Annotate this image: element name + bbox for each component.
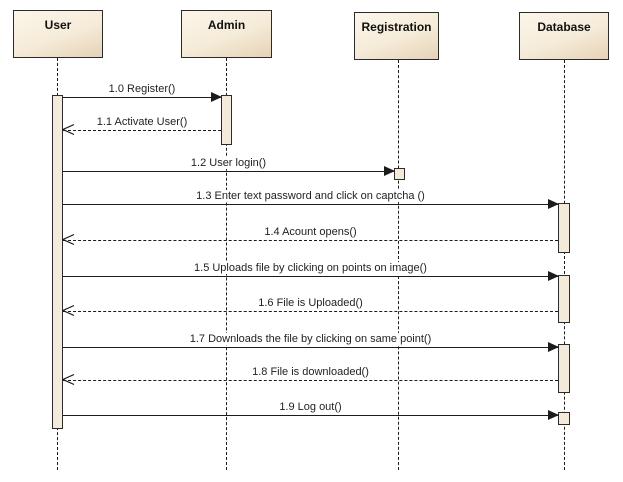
- arrowhead-open: [62, 373, 75, 386]
- message-line: [63, 97, 221, 98]
- arrowhead-open: [62, 233, 75, 246]
- actor-label-registration: Registration: [361, 20, 432, 34]
- activation-database-3: [558, 344, 570, 393]
- actor-box-admin: Admin: [181, 10, 272, 58]
- message-line: [63, 240, 558, 241]
- message-label: 1.7 Downloads the file by clicking on sa…: [186, 333, 435, 345]
- actor-label-database: Database: [537, 20, 591, 34]
- message-label: 1.4 Acount opens(): [261, 226, 360, 238]
- message-line: [63, 347, 558, 348]
- actor-label-user: User: [44, 18, 72, 32]
- arrowhead-open: [62, 304, 75, 317]
- arrowhead-filled: [548, 199, 559, 209]
- activation-admin: [221, 95, 232, 145]
- arrowhead-filled: [548, 410, 559, 420]
- message-label: 1.2 User login(): [187, 157, 270, 169]
- arrowhead-filled: [548, 271, 559, 281]
- message-label: 1.5 Uploads file by clicking on points o…: [191, 262, 430, 274]
- actor-label-admin: Admin: [207, 18, 246, 32]
- message-label: 1.0 Register(): [105, 83, 179, 95]
- message-line: [63, 204, 558, 205]
- arrowhead-filled: [384, 166, 395, 176]
- actor-box-registration: Registration: [354, 12, 439, 60]
- arrowhead-filled: [211, 92, 222, 102]
- message-label: 1.6 File is Uploaded(): [255, 297, 366, 309]
- activation-database-1: [558, 203, 570, 253]
- message-label: 1.3 Enter text password and click on cap…: [193, 190, 428, 202]
- actor-box-user: User: [13, 10, 103, 58]
- activation-registration: [394, 168, 405, 180]
- message-line: [63, 276, 558, 277]
- lifeline-database: [564, 60, 565, 470]
- activation-user-main: [52, 95, 63, 429]
- message-line: [63, 130, 221, 131]
- arrowhead-open: [62, 123, 75, 136]
- arrowhead-filled: [548, 342, 559, 352]
- message-label: 1.8 File is downloaded(): [249, 366, 372, 378]
- message-label: 1.9 Log out(): [276, 401, 345, 413]
- message-label: 1.1 Activate User(): [93, 116, 191, 128]
- message-line: [63, 415, 558, 416]
- message-line: [63, 311, 558, 312]
- actor-box-database: Database: [519, 12, 609, 60]
- message-line: [63, 171, 394, 172]
- message-line: [63, 380, 558, 381]
- activation-database-2: [558, 275, 570, 323]
- activation-database-logout: [558, 412, 570, 425]
